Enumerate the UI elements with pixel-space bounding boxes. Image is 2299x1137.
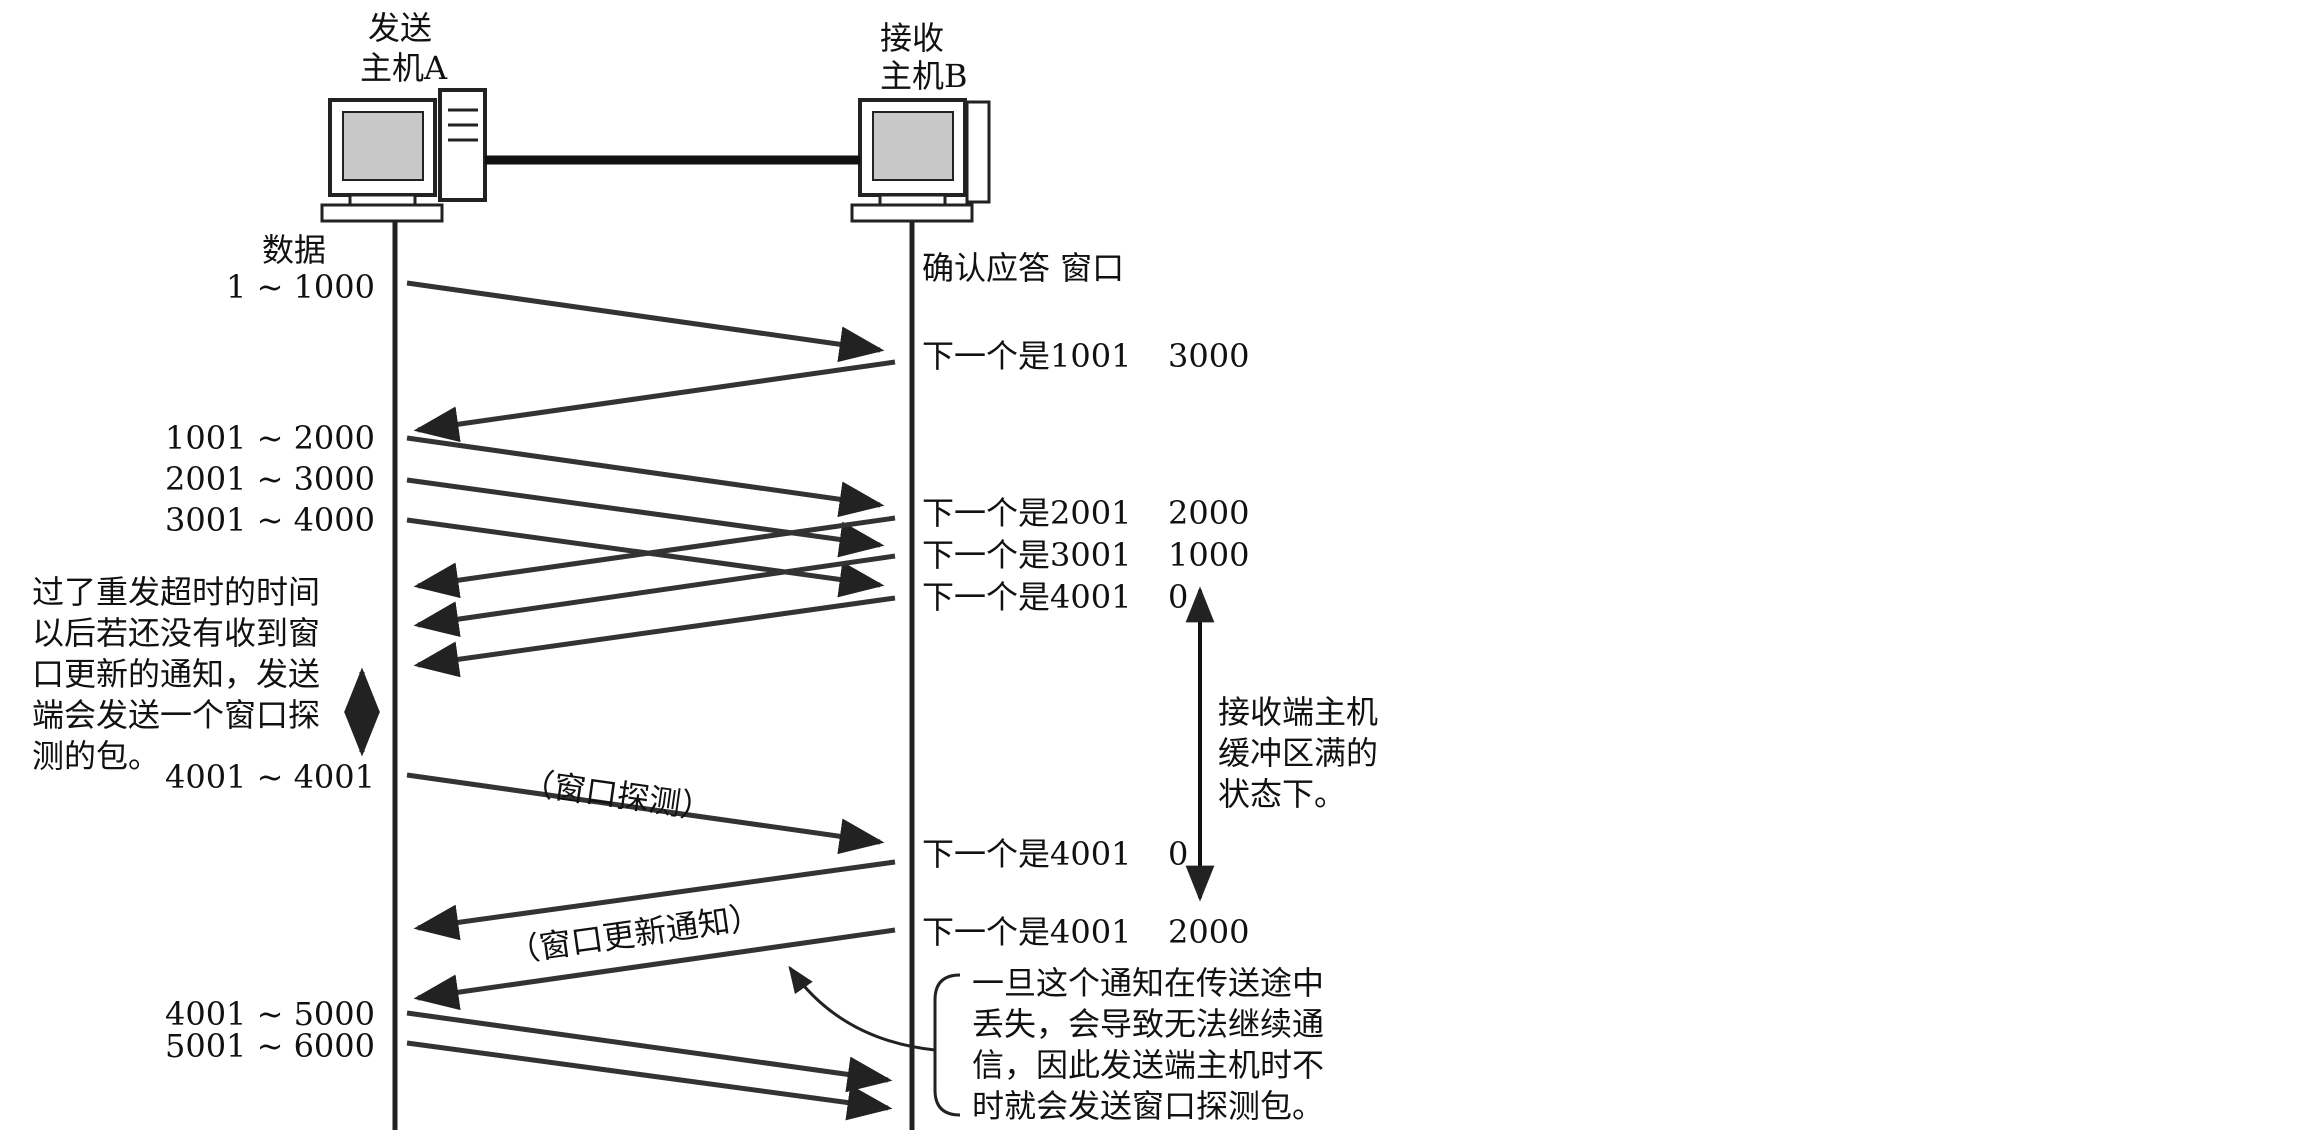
buffer-full-note-line-2: 缓冲区满的: [1218, 734, 1379, 772]
buffer-full-note-line-3: 状态下。: [1218, 775, 1347, 813]
loss-pointer-arrow: [788, 965, 936, 1052]
timeout-note-line-2: 以后若还没有收到窗: [32, 614, 321, 652]
data-column-header: 数据: [262, 231, 327, 269]
receiver-host-label-1: 接收: [880, 19, 945, 57]
segment-arrow-2: [406, 435, 885, 518]
window-label-5: 0: [1168, 835, 1189, 873]
window-label-3: 1000: [1168, 536, 1250, 574]
timeout-note-line-4: 端会发送一个窗口探: [32, 696, 321, 734]
timeout-note-line-3: 口更新的通知，发送: [32, 655, 321, 693]
ack-label-2: 下一个是2001: [922, 494, 1132, 532]
loss-note-line-1: 一旦这个通知在传送途中: [972, 964, 1325, 1002]
sender-host-label-1: 发送: [368, 9, 433, 47]
probe-arrow: [406, 772, 885, 855]
ack-arrow-1: [413, 359, 896, 443]
segment-label-6: 4001 ~ 5000: [164, 995, 375, 1033]
segment-label-2: 1001 ~ 2000: [164, 419, 375, 457]
segment-label-1: 1 ~ 1000: [226, 268, 375, 306]
ack-arrow-3: [413, 553, 896, 638]
timeout-note-line-5: 测的包。: [32, 737, 161, 775]
receiver-host-label-2: 主机B: [880, 57, 968, 95]
ack-label-3: 下一个是3001: [922, 536, 1132, 574]
segment-arrow-1: [406, 280, 885, 363]
ack-arrow-4: [413, 595, 896, 678]
window-label-4: 0: [1168, 578, 1189, 616]
segment-label-7: 5001 ~ 6000: [164, 1027, 375, 1065]
sender-host-label-2: 主机A: [360, 49, 448, 87]
loss-note-line-4: 时就会发送窗口探测包。: [972, 1087, 1325, 1125]
window-update-arrow: [413, 927, 896, 1011]
segment-label-3: 2001 ~ 3000: [164, 460, 375, 498]
segment-label-5: 4001 ~ 4001: [164, 758, 375, 796]
ack-label-4: 下一个是4001: [922, 578, 1132, 616]
buffer-full-note-line-1: 接收端主机: [1218, 693, 1379, 731]
ack-arrow-2: [413, 515, 896, 599]
loss-note-bracket: [933, 973, 961, 1117]
loss-note-line-2: 丢失，会导致无法继续通: [972, 1005, 1325, 1043]
segment-arrow-5: [406, 1010, 893, 1093]
ack-column-header: 确认应答 窗口: [922, 249, 1125, 287]
ack-label-1: 下一个是1001: [922, 337, 1132, 375]
segment-arrow-6: [406, 1040, 893, 1121]
ack-label-6: 下一个是4001: [922, 913, 1132, 951]
window-label-6: 2000: [1168, 913, 1250, 951]
sender-computer-icon: [320, 88, 487, 223]
segment-arrow-3: [406, 477, 885, 558]
ack-arrow-5: [413, 859, 896, 941]
window-label-1: 3000: [1168, 337, 1250, 375]
ack-label-5: 下一个是4001: [922, 835, 1132, 873]
timeout-note-line-1: 过了重发超时的时间: [32, 573, 321, 611]
segment-label-4: 3001 ~ 4000: [164, 501, 375, 539]
loss-note-line-3: 信，因此发送端主机时不: [972, 1046, 1325, 1084]
window-label-2: 2000: [1168, 494, 1250, 532]
receiver-computer-icon: [850, 98, 991, 223]
